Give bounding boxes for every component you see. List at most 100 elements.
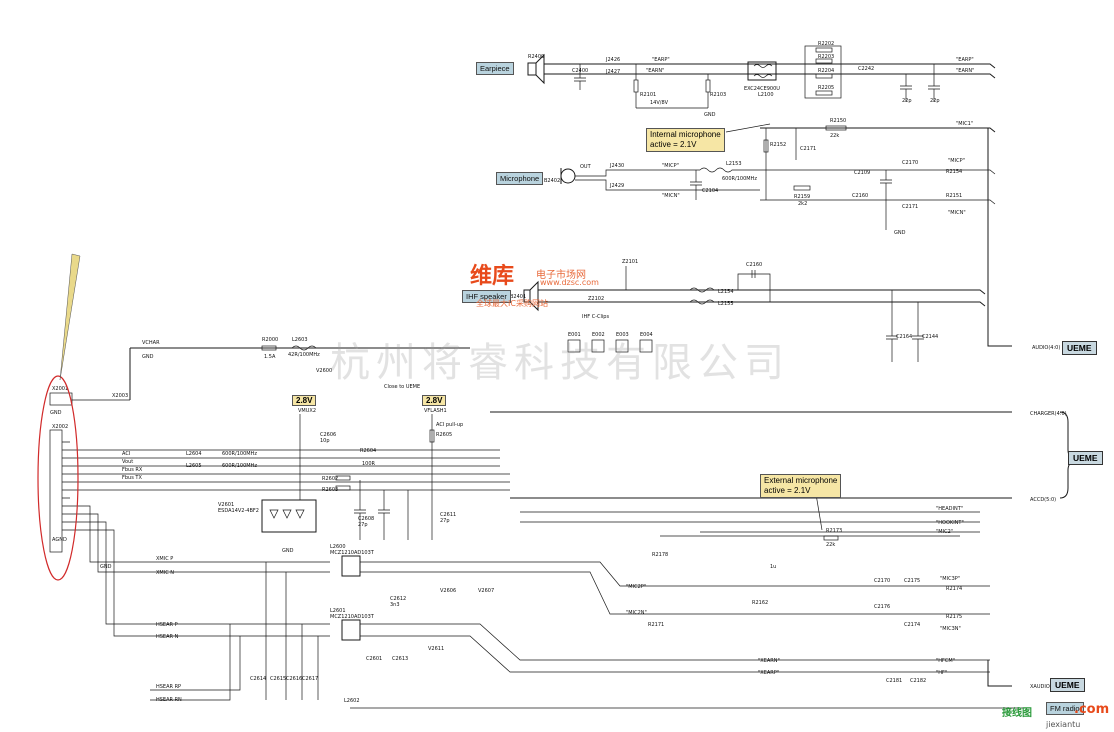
svg-text:C2170: C2170: [902, 160, 918, 166]
esd-array: [261, 499, 317, 533]
svg-text:C2160: C2160: [746, 262, 762, 268]
svg-text:R2178: R2178: [652, 552, 668, 558]
dzsc-logo: 维库: [470, 264, 515, 289]
company-watermark: 杭州将睿科技有限公司: [330, 340, 790, 386]
svg-text:"HEADINT": "HEADINT": [936, 506, 963, 512]
svg-text:C2176: C2176: [874, 604, 890, 610]
svg-text:Z2101: Z2101: [622, 259, 638, 265]
dzsc-slogan: 全球最大IC采购网站: [476, 299, 548, 308]
svg-text:X2003: X2003: [112, 393, 128, 399]
svg-text:C2608: C2608: [358, 516, 374, 522]
svg-text:C2174: C2174: [904, 622, 920, 628]
svg-text:J2430: J2430: [609, 163, 624, 169]
svg-text:L2603: L2603: [292, 337, 308, 343]
dzsc-subtitle: 电子市场网: [536, 270, 586, 281]
r2400-label: R2400: [528, 54, 544, 60]
svg-text:C2171: C2171: [800, 146, 816, 152]
svg-text:R2175: R2175: [946, 614, 962, 620]
svg-text:C2181: C2181: [886, 678, 902, 684]
svg-text:L2602: L2602: [344, 698, 360, 704]
svg-text:GND: GND: [704, 112, 716, 118]
svg-text:VCHAR: VCHAR: [142, 340, 160, 346]
svg-text:CHARGER(4:0): CHARGER(4:0): [1030, 411, 1067, 417]
svg-text:VMUX2: VMUX2: [298, 408, 316, 414]
svg-text:10p: 10p: [320, 438, 330, 444]
svg-text:C2182: C2182: [910, 678, 926, 684]
svg-text:L2605: L2605: [186, 463, 202, 469]
svg-text:MCZ1210AD103T: MCZ1210AD103T: [330, 614, 375, 620]
svg-text:Close to UEME: Close to UEME: [384, 384, 420, 390]
svg-text:ESDA14V2-4BF2: ESDA14V2-4BF2: [218, 508, 259, 514]
svg-text:R2205: R2205: [818, 85, 834, 91]
svg-text:"MIC3N": "MIC3N": [940, 626, 961, 632]
svg-text:XMIC P: XMIC P: [156, 556, 173, 562]
svg-text:R2605: R2605: [436, 432, 452, 438]
svg-text:22k: 22k: [826, 542, 835, 548]
svg-text:Z2102: Z2102: [588, 296, 604, 302]
jiexiantu-cn: 接线图: [1002, 708, 1032, 719]
svg-text:"MIC2": "MIC2": [936, 529, 953, 535]
microphone-icon: [560, 168, 576, 184]
svg-text:C2612: C2612: [390, 596, 406, 602]
svg-text:R2171: R2171: [648, 622, 664, 628]
svg-text:C2109: C2109: [854, 170, 870, 176]
svg-text:"MIC3P": "MIC3P": [940, 576, 960, 582]
fm-radio-label: FM radio: [1046, 702, 1084, 715]
svg-text:L2601: L2601: [330, 608, 346, 614]
svg-text:"EARP": "EARP": [652, 57, 670, 63]
svg-text:E003: E003: [616, 332, 629, 338]
svg-text:GND: GND: [894, 230, 906, 236]
svg-text:GND: GND: [282, 548, 294, 554]
svg-text:R2150: R2150: [830, 118, 846, 124]
hsear-filter: [341, 619, 361, 641]
svg-text:R2603: R2603: [322, 487, 338, 493]
svg-text:2k2: 2k2: [798, 201, 807, 207]
svg-text:J2426: J2426: [605, 57, 620, 63]
svg-text:600R/100MHz: 600R/100MHz: [222, 463, 257, 469]
ihf-speaker-block: B2401 Z2101 Z2102 L2154 L2155 C2160 IHF …: [510, 128, 1060, 362]
svg-text:R2602: R2602: [322, 476, 338, 482]
svg-text:E004: E004: [640, 332, 653, 338]
svg-text:ACI pull-up: ACI pull-up: [436, 422, 463, 428]
external-mic-note: External microphone active = 2.1V: [760, 474, 842, 498]
svg-text:V2606: V2606: [440, 588, 456, 594]
svg-text:B2401: B2401: [510, 294, 526, 300]
voltage-badge-vmux: 2.8V: [292, 395, 317, 406]
voltage-badge-vflash: 2.8V: [422, 395, 447, 406]
svg-text:Vout: Vout: [122, 459, 133, 465]
svg-text:C2601: C2601: [366, 656, 382, 662]
svg-text:C2160: C2160: [852, 193, 868, 199]
svg-text:GND: GND: [142, 354, 154, 360]
connector-highlight: [37, 375, 79, 581]
svg-text:L2153: L2153: [726, 161, 742, 167]
svg-text:V2611: V2611: [428, 646, 444, 652]
svg-text:HSEAR RP: HSEAR RP: [156, 684, 181, 690]
svg-text:Fbus RX: Fbus RX: [122, 467, 143, 473]
svg-text:C2164: C2164: [896, 334, 912, 340]
svg-text:IHF C-Clips: IHF C-Clips: [582, 314, 609, 320]
ueme-acc-box: UEME: [1068, 451, 1103, 465]
svg-text:X2002: X2002: [52, 424, 68, 430]
svg-text:C2144: C2144: [922, 334, 938, 340]
svg-text:E001: E001: [568, 332, 581, 338]
microphone-block: R2150 22k "MIC1" R2152 C2171 OUT B2402 J…: [544, 118, 996, 236]
svg-text:J2429: J2429: [609, 183, 624, 189]
svg-text:R2000: R2000: [262, 337, 278, 343]
svg-text:R2162: R2162: [752, 600, 768, 606]
ueme-xaudio-box: UEME: [1050, 678, 1085, 692]
ueme-audio-box: UEME: [1062, 341, 1097, 355]
earpiece-speaker-icon: [527, 62, 537, 76]
svg-text:"MIC2N": "MIC2N": [626, 610, 647, 616]
svg-text:HSEAR RN: HSEAR RN: [156, 697, 182, 703]
svg-text:L2604: L2604: [186, 451, 202, 457]
svg-text:600R/100MHz: 600R/100MHz: [722, 176, 757, 182]
svg-text:C2242: C2242: [858, 66, 874, 72]
microphone-label: Microphone: [496, 172, 544, 185]
svg-text:42R/100MHz: 42R/100MHz: [288, 352, 320, 358]
svg-text:B2402: B2402: [544, 178, 560, 184]
svg-text:"MICN": "MICN": [948, 210, 966, 216]
svg-text:GND: GND: [50, 410, 62, 416]
svg-text:R2173: R2173: [826, 528, 842, 534]
svg-text:L2155: L2155: [718, 301, 734, 307]
svg-text:ACCD(5:0): ACCD(5:0): [1030, 497, 1056, 503]
